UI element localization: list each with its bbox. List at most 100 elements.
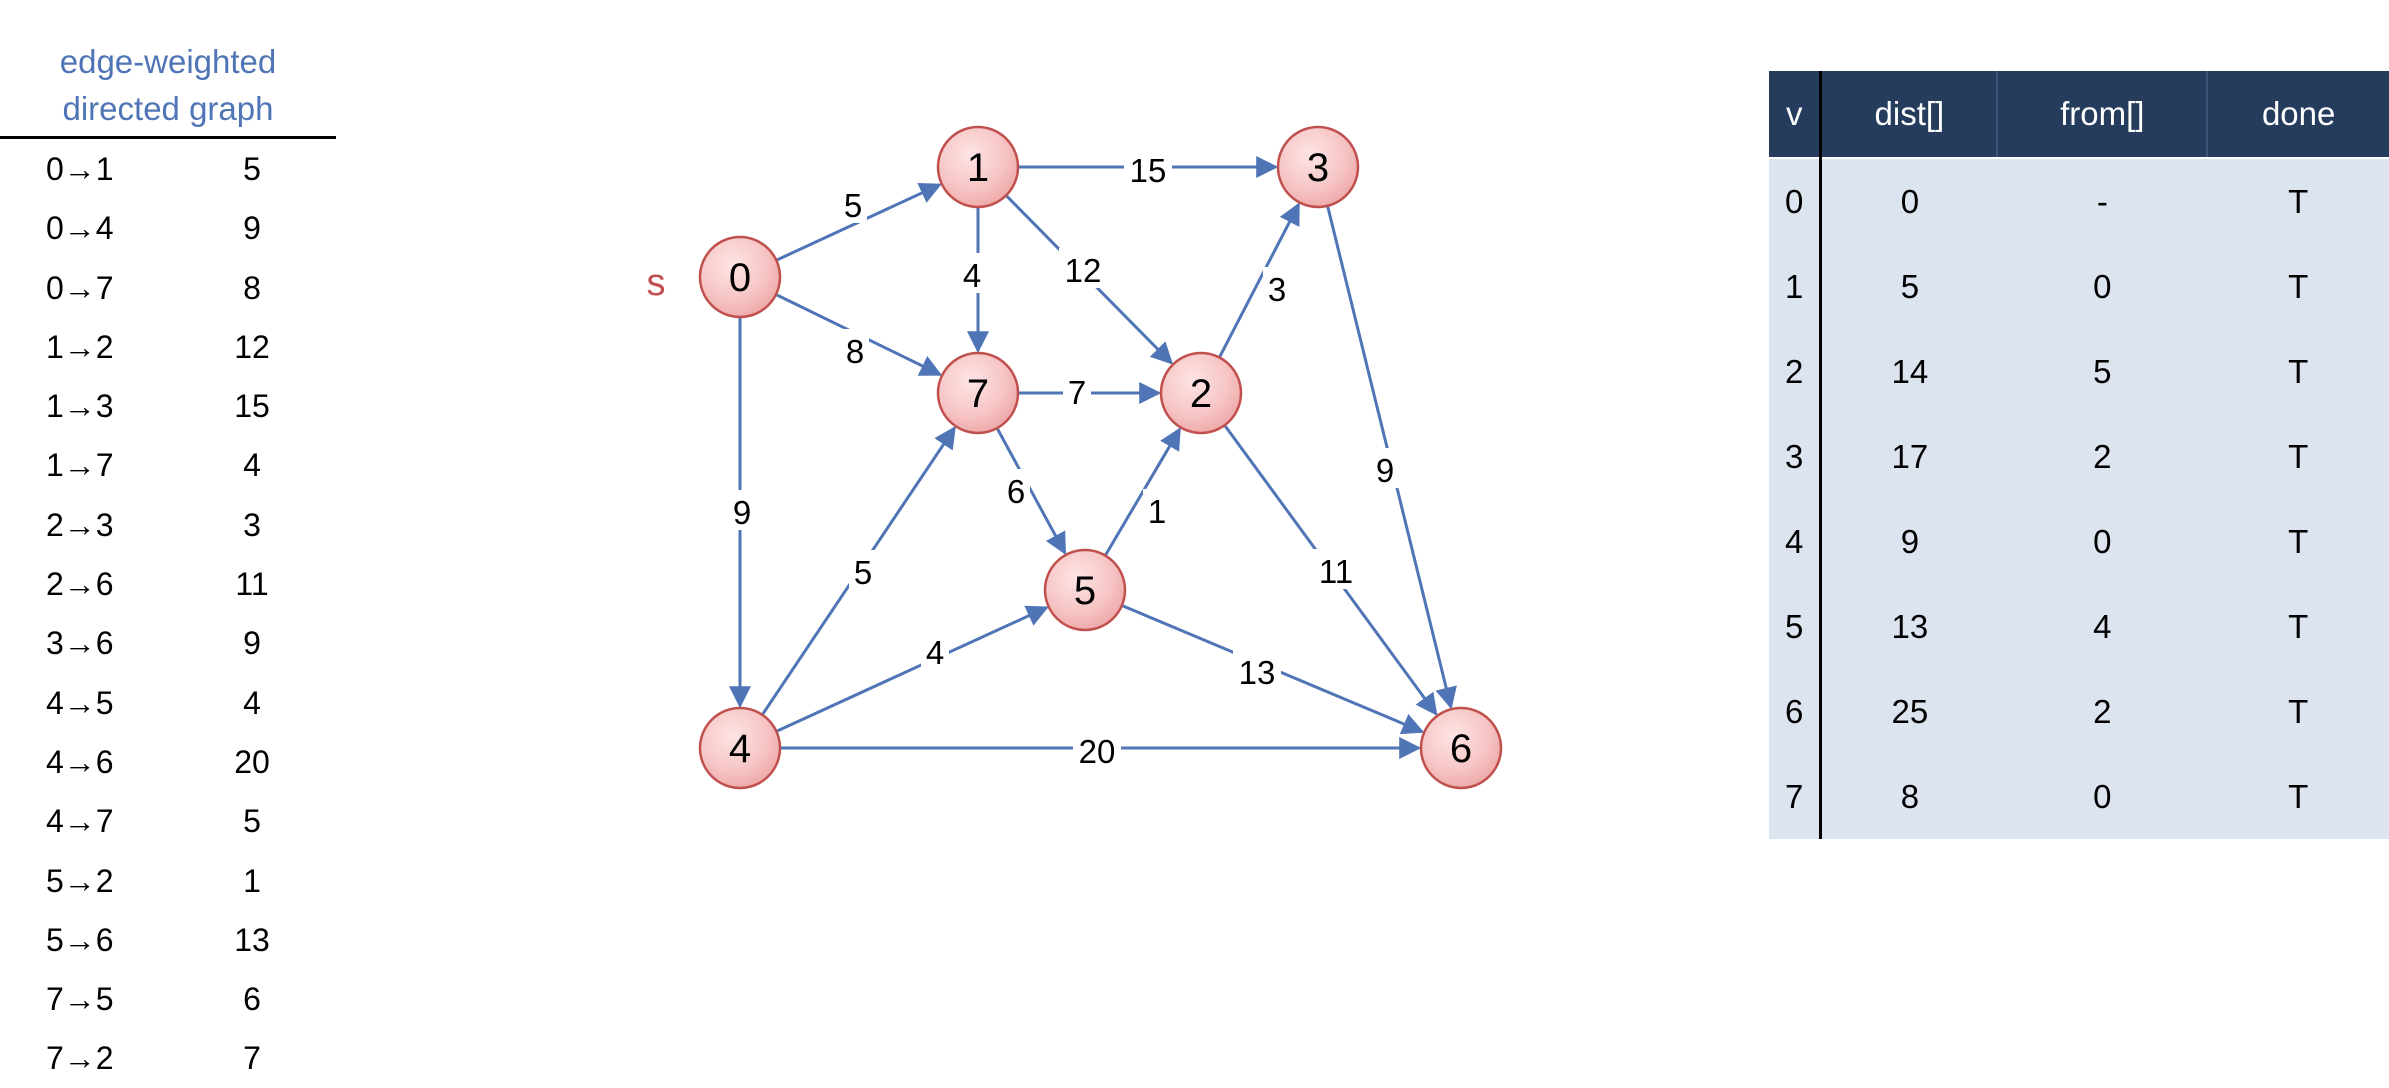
edge-weight-background	[921, 630, 949, 670]
edge-list-edge: 4→6	[46, 743, 114, 780]
table-cell: 4	[1769, 499, 1823, 584]
table-cell: 2	[1997, 669, 2208, 754]
edge-weight-background	[1263, 267, 1291, 307]
table-cell: T	[2207, 499, 2389, 584]
table-cell: 3	[1769, 414, 1823, 499]
edge-weight-label: 20	[1079, 733, 1116, 770]
edge-list-weight: 12	[234, 328, 270, 365]
table-cell: 0	[1997, 754, 2208, 839]
edge-list-edge: 2→3	[46, 506, 114, 543]
edge-list-edge: 1→3	[46, 388, 114, 425]
edge-weight-label: 8	[846, 333, 864, 370]
table-cell: 17	[1820, 414, 1998, 499]
graph-node-5	[1043, 548, 1127, 632]
edge-weight-label: 9	[1376, 452, 1394, 489]
edge-list-weight: 11	[235, 566, 269, 603]
table-cell: 25	[1820, 669, 1998, 754]
edge-weight-label: 1	[1148, 493, 1166, 530]
edge-7-5	[995, 427, 1067, 556]
edge-list-edge: 3→6	[46, 625, 114, 662]
edge-weight-label: 7	[1068, 374, 1086, 411]
edge-weight-label: 15	[1130, 152, 1167, 189]
table-cell: 0	[1820, 158, 1998, 244]
edge-list-weight: 20	[234, 743, 270, 780]
table-cell: 5	[1769, 584, 1823, 669]
edge-list-weight: 5	[243, 803, 261, 840]
edge-list-weight: 1	[243, 862, 261, 899]
edge-5-2	[1104, 427, 1181, 557]
edge-list-weight: 9	[243, 210, 261, 247]
edge-4-5	[775, 605, 1049, 733]
graph-node-label: 3	[1307, 146, 1329, 190]
table-cell: T	[2207, 244, 2389, 329]
table-cell: 4	[1997, 584, 2208, 669]
edge-list-weight: 4	[243, 684, 261, 721]
graph-node-7	[936, 351, 1020, 435]
edge-list-weight: 3	[243, 506, 261, 543]
edge-list-divider	[0, 136, 336, 139]
table-cell: 2	[1769, 329, 1823, 414]
edge-weight-background	[849, 550, 877, 590]
table-cell: T	[2207, 754, 2389, 839]
edge-list-weight: 7	[243, 1040, 261, 1077]
edge-weight-background	[839, 183, 867, 223]
edge-weight-label: 6	[1007, 473, 1025, 510]
edge-list-edge: 0→4	[46, 210, 114, 247]
edge-list-edge: 5→6	[46, 921, 114, 958]
edge-weight-background	[1312, 549, 1360, 589]
table-cell: 14	[1820, 329, 1998, 414]
table-cell: T	[2207, 584, 2389, 669]
edge-list-title: edge-weighted directed graph	[59, 43, 277, 127]
table-header-cell: done	[2206, 71, 2389, 159]
table-cell: 5	[1997, 329, 2208, 414]
graph-node-label: 5	[1074, 569, 1096, 613]
edge-list-row: 0→4 9	[0, 198, 340, 257]
edge-list-edge: 0→7	[46, 269, 114, 306]
edge-weight-label: 3	[1268, 271, 1286, 308]
edge-weight-background	[1059, 248, 1107, 288]
graph-node-label: 7	[967, 372, 989, 416]
edge-weight-background	[1371, 448, 1399, 488]
edge-list-edge: 4→5	[46, 684, 114, 721]
graph-node-2	[1159, 351, 1243, 435]
edge-list-row: 4→5 4	[0, 673, 340, 732]
edge-weight-background	[728, 490, 756, 530]
table-cell: 0	[1997, 244, 2208, 329]
edge-list-weight: 13	[234, 921, 270, 958]
edge-weight-background	[958, 253, 986, 293]
edge-list-row: 5→6 13	[0, 910, 340, 969]
table-cell: 9	[1820, 499, 1998, 584]
edge-list-weight: 9	[243, 625, 261, 662]
edge-weight-label: 4	[963, 257, 981, 294]
graph-node-6	[1419, 706, 1503, 790]
graph-node-label: 6	[1450, 727, 1472, 771]
table-cell: 0	[1769, 158, 1823, 244]
table-cell: 6	[1769, 669, 1823, 754]
edge-list-row: 2→6 11	[0, 554, 340, 613]
edge-weight-background	[1002, 469, 1030, 509]
table-cell: 5	[1820, 244, 1998, 329]
edge-weight-background	[1073, 729, 1121, 769]
graph-node-1	[936, 125, 1020, 209]
table-cell: T	[2207, 158, 2389, 244]
edge-list-row: 4→6 20	[0, 732, 340, 791]
source-label: s	[647, 262, 666, 304]
graph-node-label: 4	[729, 727, 751, 771]
edge-list-row: 1→2 12	[0, 317, 340, 376]
table-header-cell: from[]	[1996, 71, 2208, 159]
edge-list-edge: 2→6	[46, 566, 114, 603]
edge-list-weight: 5	[243, 151, 261, 187]
edge-list-edge: 1→2	[46, 328, 114, 365]
graph-node-label: 0	[729, 256, 751, 300]
